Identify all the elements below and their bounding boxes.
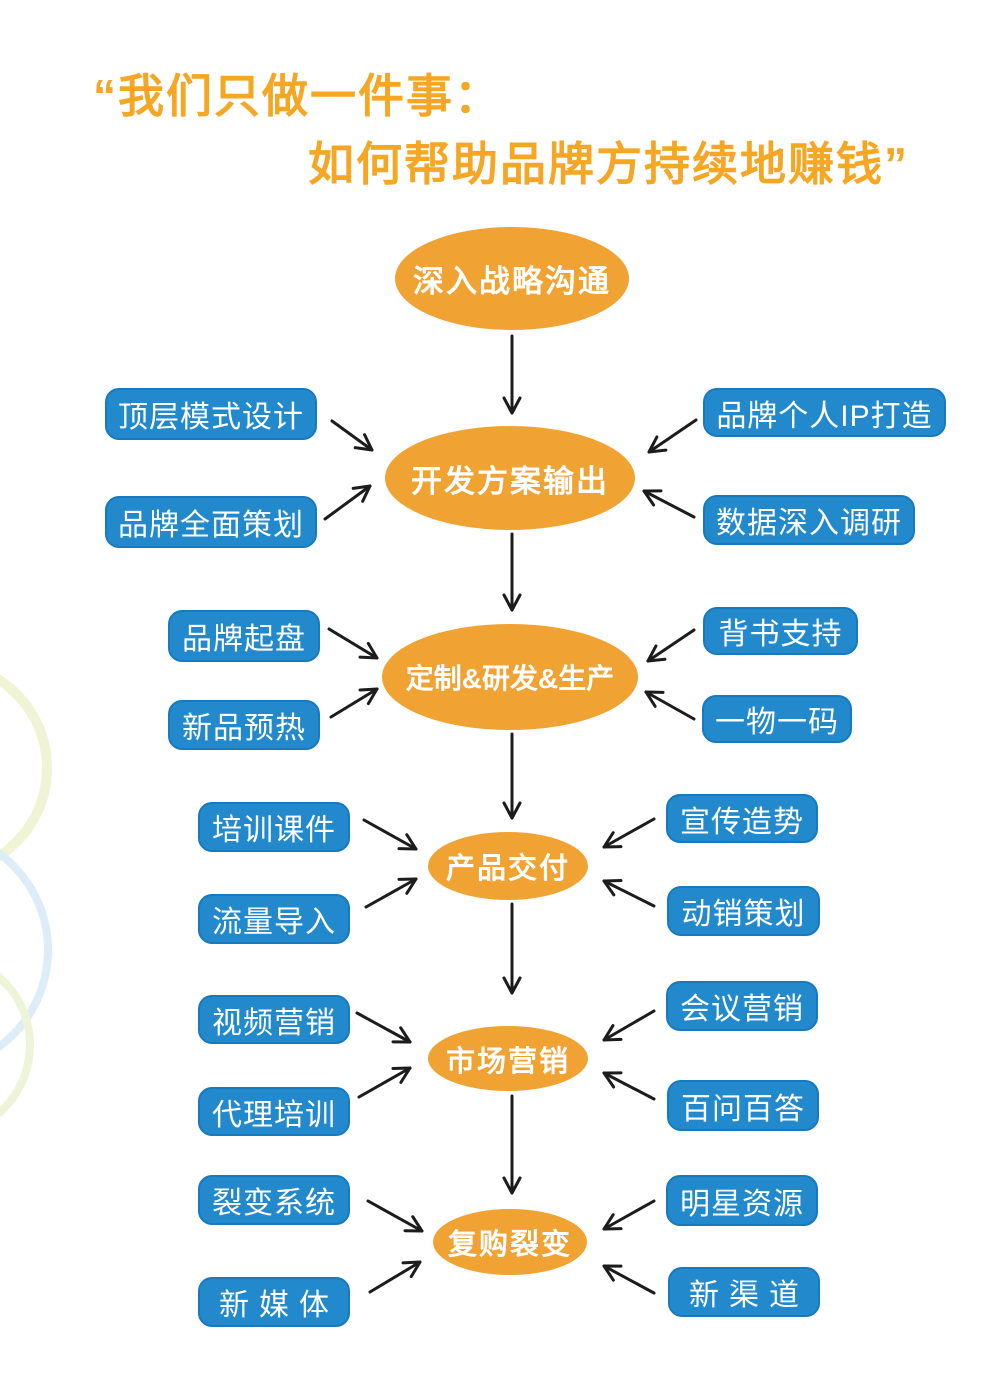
tag-conference-marketing: 会议营销	[666, 981, 818, 1031]
tag-endorsement-support: 背书支持	[703, 607, 858, 655]
arrow-top-model-design	[330, 419, 374, 452]
arrow-agent-training	[357, 1066, 412, 1099]
arrow-one-item-one-code	[644, 690, 696, 721]
arrow-celebrity-resources	[602, 1199, 656, 1231]
arrow-new-media	[368, 1260, 422, 1294]
arrow-brand-full-planning	[323, 484, 372, 521]
tag-new-channels: 新渠道	[668, 1267, 820, 1317]
tag-video-marketing: 视频营销	[198, 995, 350, 1044]
stage-label: 产品交付	[445, 853, 570, 885]
tag-celebrity-resources: 明星资源	[666, 1175, 818, 1226]
tag-one-item-one-code: 一物一码	[702, 695, 852, 743]
stage-node-development-plan-output: 开发方案输出	[385, 426, 635, 530]
tag-data-research: 数据深入调研	[703, 495, 915, 545]
arrow-conference-marketing	[602, 1009, 656, 1042]
arrow-traffic-import	[364, 877, 418, 909]
tag-top-model-design: 顶层模式设计	[105, 388, 317, 440]
arrow-video-marketing	[355, 1011, 412, 1044]
tag-new-product-preheat: 新品预热	[168, 700, 320, 750]
stage-node-customization-rd-production: 定制&研发&生产	[382, 624, 638, 730]
stage-node-product-delivery: 产品交付	[428, 832, 588, 900]
stage-label: 定制&研发&生产	[405, 663, 615, 694]
arrow-new-channels	[602, 1264, 656, 1295]
arrow-sales-promotion-planning	[602, 879, 656, 908]
tag-sales-promotion-planning: 动销策划	[667, 886, 820, 936]
stage-label: 深入战略沟通	[413, 264, 611, 299]
stage-label: 开发方案输出	[411, 463, 609, 499]
tag-hundred-qa: 百问百答	[667, 1080, 819, 1131]
stage-label: 复购裂变	[447, 1229, 572, 1261]
arrow-hundred-qa	[602, 1071, 656, 1101]
tag-fission-system: 裂变系统	[198, 1175, 350, 1225]
title-line-2: 如何帮助品牌方持续地赚钱”	[308, 138, 909, 190]
arrow-new-product-preheat	[329, 687, 379, 719]
tag-traffic-import: 流量导入	[198, 894, 350, 944]
title-line-1: “我们只做一件事：	[93, 70, 502, 122]
tag-brand-full-planning: 品牌全面策划	[105, 496, 317, 548]
stage-node-strategic-communication: 深入战略沟通	[395, 227, 629, 330]
watermark-arcs	[0, 674, 52, 1118]
tag-agent-training: 代理培训	[198, 1087, 350, 1136]
arrow-endorsement-support	[646, 628, 696, 663]
tag-brand-launch: 品牌起盘	[168, 610, 320, 662]
arrow-data-research	[642, 489, 696, 519]
arrow-brand-launch	[327, 627, 379, 660]
stage-node-repurchase-fission: 复购裂变	[433, 1209, 587, 1275]
page-title: “我们只做一件事： 如何帮助品牌方持续地赚钱”	[93, 62, 953, 198]
arrow-training-courseware	[362, 818, 418, 851]
arrow-brand-personal-ip	[647, 418, 698, 454]
tag-training-courseware: 培训课件	[198, 802, 350, 852]
stage-label: 市场营销	[445, 1045, 570, 1078]
stage-node-marketing: 市场营销	[428, 1026, 588, 1091]
arrow-fission-system	[366, 1199, 424, 1233]
arrow-publicity-momentum	[602, 817, 656, 849]
tag-new-media: 新媒体	[198, 1277, 350, 1327]
tag-publicity-momentum: 宣传造势	[666, 794, 818, 843]
tag-brand-personal-ip: 品牌个人IP打造	[703, 388, 946, 437]
